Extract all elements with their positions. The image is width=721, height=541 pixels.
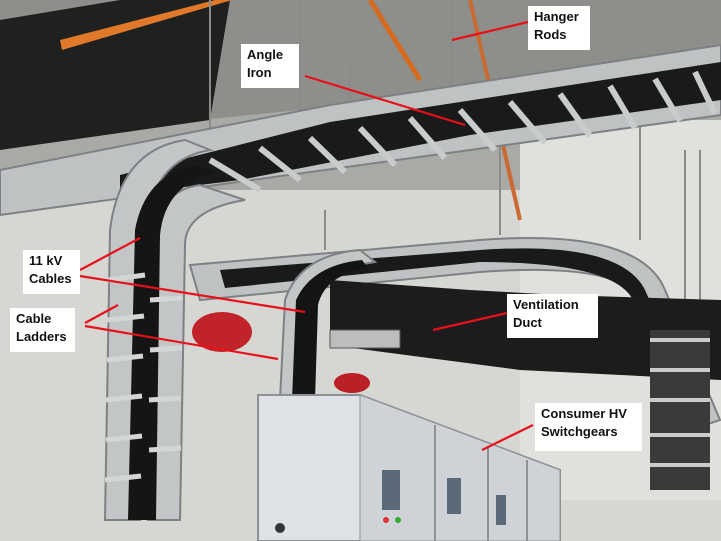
label-11kv-cables: 11 kV Cables [23,250,80,294]
leader-hanger-rods [451,20,529,42]
label-cable-ladders: Cable Ladders [10,308,75,352]
leader-ladders-a [84,304,119,324]
label-switchgears: Consumer HV Switchgears [535,403,642,451]
switchgear-cabinets [257,394,561,541]
vertical-ladders [103,138,378,521]
leader-11kv-a [79,237,141,271]
overhead-duct-left [0,0,230,150]
orange-pipe [60,0,232,50]
duct-grille [329,329,401,349]
red-hose-reel-2 [334,373,370,393]
label-hanger-rods: Hanger Rods [528,6,590,50]
right-ladder-rungs [650,338,710,467]
leader-lines [79,20,534,451]
leader-ladders-b [84,324,279,361]
leader-11kv-b [79,274,306,314]
label-angle-iron: Angle Iron [241,44,299,88]
leader-switchgears [481,424,534,451]
red-hose-reel [192,312,252,352]
label-ventilation-duct: Ventilation Duct [507,294,598,338]
leader-ventilation-duct [432,311,508,332]
upper-ladder-rungs [208,70,718,193]
orange-pipe-vertical [367,0,423,82]
vertical-ladder-rungs [104,272,183,483]
hanger-rods-group [209,0,701,330]
leader-angle-iron [304,74,466,127]
